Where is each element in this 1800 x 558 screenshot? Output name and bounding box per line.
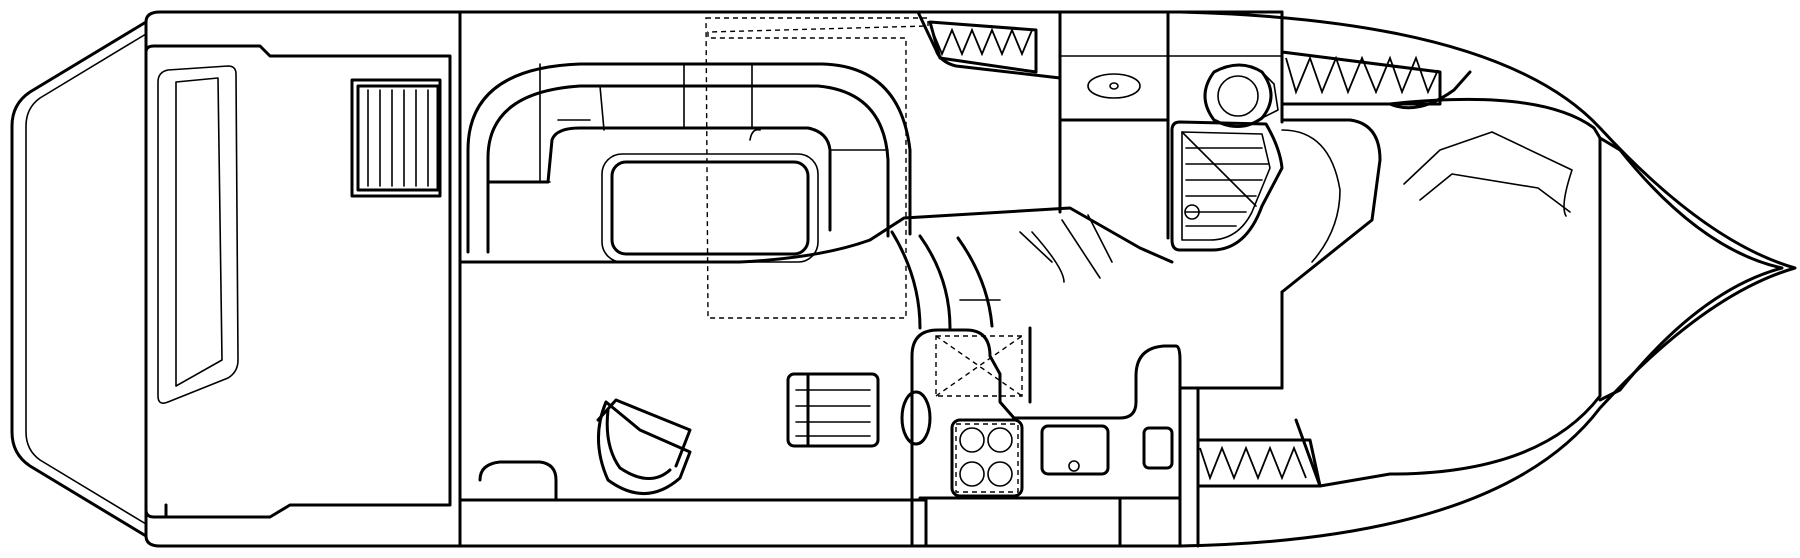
- head-toilet: [1203, 63, 1279, 128]
- swim-platform: [10, 20, 148, 538]
- cockpit-hatch: [350, 78, 442, 198]
- salon-chair: [596, 398, 692, 495]
- helm-seat: [786, 372, 880, 448]
- helm-wheel: [900, 390, 932, 446]
- companionway-steps: [890, 214, 1113, 330]
- overhead-outline: [705, 17, 929, 319]
- head-sink: [1087, 73, 1141, 99]
- hanging-locker-bow: [1280, 50, 1442, 106]
- galley-sink: [1040, 424, 1110, 476]
- dinette-table: [610, 160, 810, 256]
- hull-outline: [144, 10, 1797, 548]
- salon-settee: [466, 62, 912, 254]
- shower: [1170, 120, 1284, 252]
- hanging-locker-starboard: [1196, 438, 1322, 488]
- galley-stove: [950, 418, 1024, 498]
- galley-fridge: [1142, 426, 1174, 470]
- forward-v-berth: [1280, 70, 1784, 488]
- hanging-locker-port: [928, 20, 1038, 74]
- salon-lower-settee: [458, 460, 928, 548]
- galley: [910, 326, 1200, 548]
- mid-berth: [1196, 290, 1284, 390]
